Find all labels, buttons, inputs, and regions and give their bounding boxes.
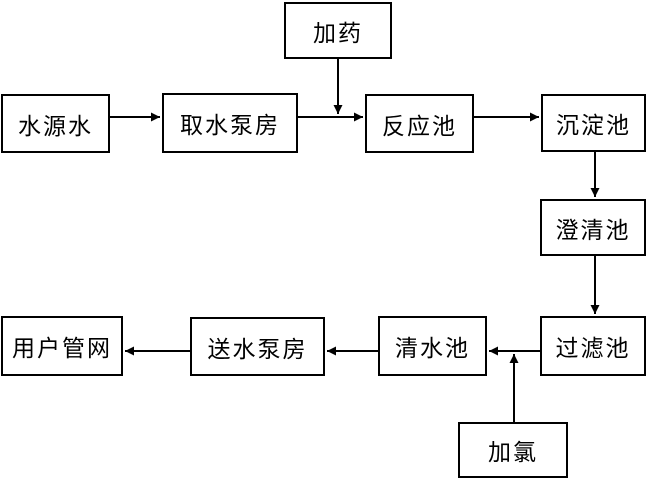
node-source-water-label: 水源水 (18, 112, 93, 139)
node-clear-water-tank: 清水池 (378, 316, 487, 376)
node-delivery-pump-station-label: 送水泵房 (207, 335, 308, 362)
node-clarification-tank-label: 澄清池 (555, 216, 631, 243)
node-chlorination-label: 加氯 (488, 439, 538, 465)
node-delivery-pump-station: 送水泵房 (190, 317, 325, 376)
node-user-pipe-network-label: 用户管网 (12, 335, 112, 361)
node-chlorination: 加氯 (458, 422, 568, 478)
node-user-pipe-network: 用户管网 (1, 316, 123, 376)
node-reaction-tank: 反应池 (365, 94, 474, 153)
node-dosing-label: 加药 (313, 19, 363, 46)
node-source-water: 水源水 (1, 94, 110, 153)
node-sedimentation-tank-label: 沉淀池 (556, 112, 631, 138)
node-clear-water-tank-label: 清水池 (395, 335, 470, 361)
node-clarification-tank: 澄清池 (540, 199, 646, 256)
node-filtration-tank: 过滤池 (540, 316, 646, 376)
node-filtration-tank-label: 过滤池 (555, 335, 631, 361)
node-intake-pump-station: 取水泵房 (162, 93, 298, 153)
node-dosing: 加药 (284, 2, 392, 59)
node-intake-pump-station-label: 取水泵房 (180, 112, 280, 138)
node-sedimentation-tank: 沉淀池 (541, 94, 646, 152)
node-reaction-tank-label: 反应池 (382, 112, 457, 139)
